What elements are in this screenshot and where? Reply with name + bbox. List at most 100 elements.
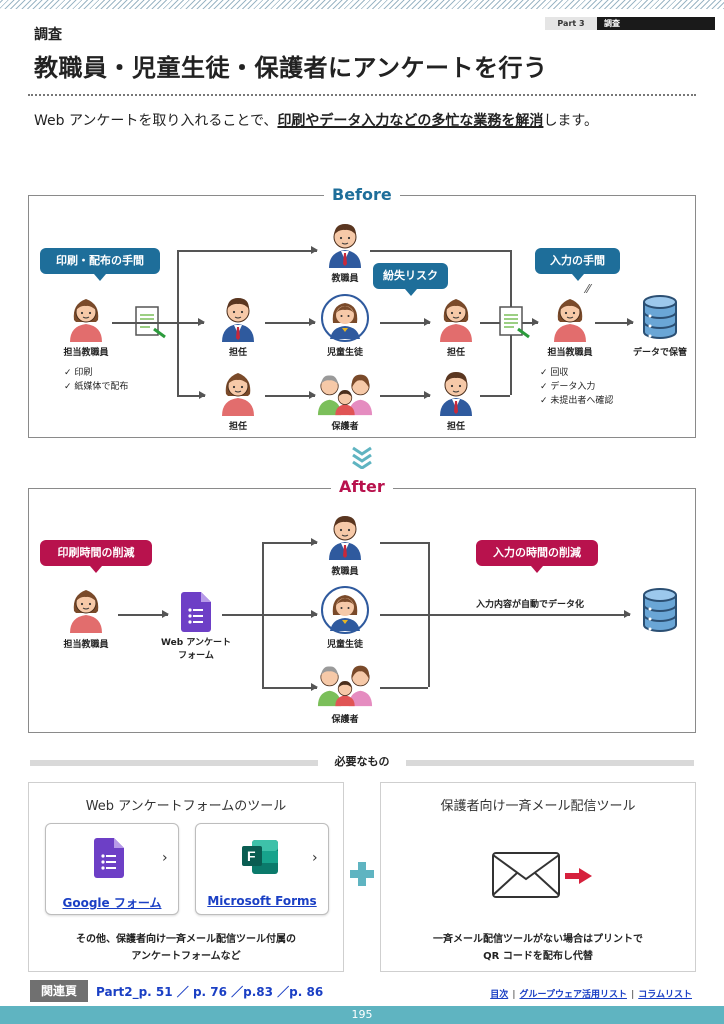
header-stripe (0, 0, 724, 9)
teacher-man-icon (436, 366, 476, 416)
mail-panel: 保護者向け一斉メール配信ツール 一斉メール配信ツールがない場合はプリントで QR… (380, 782, 696, 972)
needs-heading: 必要なもの (334, 755, 390, 768)
mail-note-line: QR コードを配布し代替 (483, 951, 593, 962)
link-groupware-list[interactable]: グループウェア活用リスト (519, 990, 627, 1000)
label-staff: 担当教職員 (63, 640, 109, 650)
label-faculty: 教職員 (331, 274, 359, 284)
tools-panel: Web アンケートフォームのツール › Google フォーム F › Micr… (28, 782, 344, 972)
separator: | (630, 990, 635, 1000)
teacher-woman-icon (436, 292, 476, 342)
faculty-icon (325, 218, 365, 268)
collect-line (370, 250, 510, 252)
mail-note: 一斉メール配信ツールがない場合はプリントで QR コードを配布し代替 (381, 931, 695, 965)
arrow (265, 319, 316, 325)
database-icon (640, 585, 680, 635)
collect-line (380, 687, 428, 689)
arrow (262, 539, 318, 545)
google-form-card[interactable]: › Google フォーム (45, 823, 179, 915)
arrow (265, 392, 316, 398)
svg-text:F: F (247, 848, 256, 864)
google-form-link[interactable]: Google フォーム (62, 896, 162, 910)
mail-icon (492, 852, 560, 898)
collect-line (480, 395, 510, 397)
ms-forms-link[interactable]: Microsoft Forms (207, 894, 317, 908)
arrow (112, 319, 205, 325)
bubble-input-effort: 入力の手間 (535, 248, 620, 281)
label-web-form: Web アンケート フォーム (161, 638, 231, 661)
mail-title: 保護者向け一斉メール配信ツール (440, 799, 636, 814)
parents-icon (316, 366, 374, 416)
label-student: 児童生徒 (326, 348, 363, 358)
auto-data-label: 入力内容が自動でデータ化 (475, 600, 584, 610)
arrow (380, 392, 431, 398)
chevron-down-icon (352, 446, 372, 469)
after-title: After (331, 477, 393, 496)
staff-woman-icon (550, 292, 590, 342)
google-form-icon (181, 592, 211, 632)
related-pages[interactable]: Part2_p. 51 ／ p. 76 ／p.83 ／p. 86 (96, 985, 324, 999)
label-faculty: 教職員 (331, 567, 359, 577)
mail-note-line: 一斉メール配信ツールがない場合はプリントで (433, 934, 643, 945)
before-title: Before (324, 185, 400, 204)
document-icon (496, 303, 532, 339)
arrow (177, 392, 206, 398)
tools-title: Web アンケートフォームのツール (85, 799, 287, 814)
part-section: 調査 (604, 19, 620, 28)
label-teacher: 担任 (228, 422, 247, 432)
title-divider (28, 94, 696, 96)
category-label: 調査 (34, 27, 62, 43)
arrow (380, 319, 431, 325)
arrow (380, 611, 631, 617)
label-teacher: 担任 (228, 348, 247, 358)
label-teacher: 担任 (446, 422, 465, 432)
tools-note-line: その他、保護者向け一斉メール配信ツール付属の (76, 934, 296, 945)
lead-pre: Web アンケートを取り入れることで、 (34, 113, 278, 129)
document-icon (132, 303, 168, 339)
label-parent: 保護者 (331, 715, 359, 725)
tools-note-line: アンケートフォームなど (131, 951, 241, 962)
branch-line (262, 542, 264, 687)
parents-icon (316, 657, 374, 707)
arrow (595, 319, 634, 325)
bubble-print-time: 印刷時間の削減 (40, 540, 152, 573)
chevron-right-icon: › (162, 850, 168, 866)
faculty-icon (325, 510, 365, 560)
label-store: データで保管 (632, 348, 687, 358)
notes-left: ✓ 印刷 ✓ 紙媒体で配布 (64, 366, 128, 394)
note-distribute: ✓ 紙媒体で配布 (64, 382, 129, 392)
bubble-input-time: 入力の時間の削減 (476, 540, 598, 573)
student-icon (320, 293, 370, 343)
page-number: 195 (0, 1006, 724, 1024)
separator: | (512, 990, 516, 1000)
arrow (262, 684, 318, 690)
related-label: 関連頁 (30, 980, 88, 1002)
page-title: 教職員・児童生徒・保護者にアンケートを行う (34, 54, 548, 82)
google-form-icon (94, 838, 124, 878)
chevron-right-icon: › (312, 850, 318, 866)
arrow (177, 247, 318, 253)
collect-line (380, 542, 428, 544)
lead-text: Web アンケートを取り入れることで、印刷やデータ入力などの多忙な業務を解消しま… (34, 110, 598, 130)
arrow (222, 611, 318, 617)
needs-rule (406, 760, 694, 766)
label-parent: 保護者 (331, 422, 359, 432)
student-icon (320, 585, 370, 635)
teacher-woman-icon (218, 366, 258, 416)
send-arrow-icon (565, 868, 592, 884)
staff-woman-icon (66, 583, 106, 633)
needs-rule (30, 760, 318, 766)
plus-icon (350, 862, 374, 886)
note-collect: ✓ 回収 (540, 368, 569, 378)
sweat-icon: ⁄⁄ (586, 282, 591, 296)
label-teacher: 担任 (446, 348, 465, 358)
ms-forms-icon: F (242, 840, 278, 874)
footer-links: 目次|グループウェア活用リスト|コラムリスト (490, 987, 692, 1000)
note-print: ✓ 印刷 (64, 368, 93, 378)
link-toc[interactable]: 目次 (490, 990, 509, 1000)
note-data-entry: ✓ データ入力 (540, 382, 596, 392)
part-label: Part 3 (545, 17, 597, 30)
link-column-list[interactable]: コラムリスト (638, 990, 692, 1000)
bubble-loss-risk: 紛失リスク (373, 263, 448, 296)
ms-forms-card[interactable]: F › Microsoft Forms (195, 823, 329, 915)
arrow (118, 611, 169, 617)
